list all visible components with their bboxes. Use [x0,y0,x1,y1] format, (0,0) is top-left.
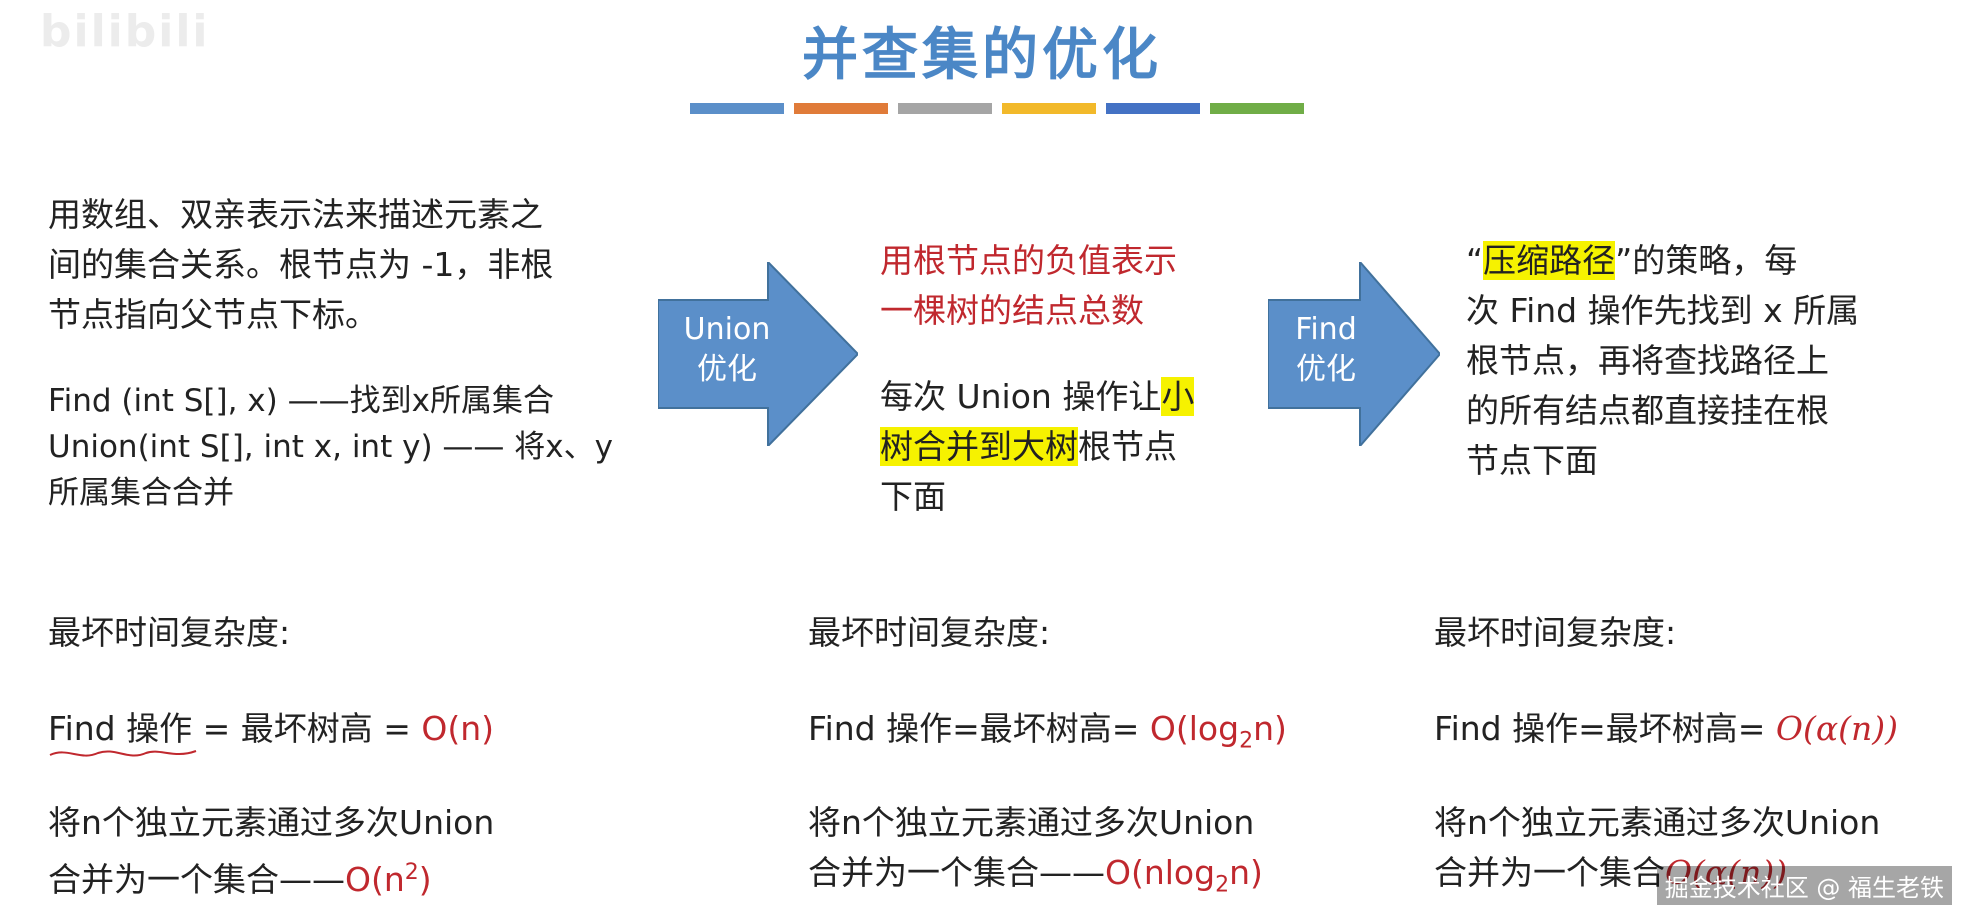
col3-highlight: 压缩路径 [1483,241,1616,280]
complexity-1-merge-line1: 将n个独立元素通过多次Union [48,803,495,842]
bilibili-watermark: bilibili [40,6,210,57]
arrow1-label-line2: 优化 [697,352,757,387]
col2-union-desc: 每次 Union 操作让小 树合并到大树根节点 下面 [880,372,1260,522]
col1-find-line: Find (int S[], x) ——找到x所属集合 [48,383,554,419]
find-optimize-arrow: Find 优化 [1267,259,1442,449]
complexity-3-merge-line1: 将n个独立元素通过多次Union [1434,803,1881,842]
col2-red-line-1: 用根节点的负值表示 [880,241,1177,280]
complexity-block-2: 最坏时间复杂度: [808,608,1408,658]
color-bar-3 [898,103,992,114]
complexity-1-find-pre: Find 操作 = 最坏树高 = [48,709,422,748]
col2-line-2: 树合并到大树根节点 [880,422,1260,472]
complexity-2-merge-sub: 2 [1215,872,1230,898]
col1-description: 用数组、双亲表示法来描述元素之 间的集合关系。根节点为 -1，非根 节点指向父节… [48,190,648,340]
col1-union-line: Union(int S[], int x, int y) —— 将x、y [48,429,613,465]
title-color-bars [690,103,1304,114]
col3-line-2: 次 Find 操作先找到 x 所属 [1466,291,1860,330]
color-bar-6 [1210,103,1304,114]
complexity-2-head: 最坏时间复杂度: [808,613,1051,652]
color-bar-2 [794,103,888,114]
complexity-1-merge-sup: 2 [404,860,419,885]
col2-highlight-2: 树合并到大树 [880,427,1078,466]
color-bar-4 [1002,103,1096,114]
col1-operations: Find (int S[], x) ——找到x所属集合 Union(int S[… [48,378,668,516]
footer-watermark: 掘金技术社区 @ 福生老铁 [1656,866,1952,905]
complexity-3-merge: 将n个独立元素通过多次Union 合并为一个集合O(α(n)) [1434,798,1960,898]
complexity-1-find: Find 操作 = 最坏树高 = O(n) [48,704,668,754]
arrow2-label: Find 优化 [1276,310,1376,390]
arrow-right-icon-2 [1267,259,1442,449]
arrow2-label-line1: Find [1295,312,1357,347]
col2-line-3: 下面 [880,477,946,516]
complexity-1-merge-end: ) [418,860,432,899]
complexity-1-merge-main: O(n [345,860,405,899]
complexity-3-find: Find 操作=最坏树高= O(α(n)) [1434,704,1960,754]
col3-line-4: 的所有结点都直接挂在根 [1466,391,1829,430]
col2-highlight-1: 小 [1161,377,1195,416]
col1-desc-line-1: 用数组、双亲表示法来描述元素之 [48,195,543,234]
complexity-2-find-end: n) [1253,709,1287,748]
col3-open-quote: “ [1466,241,1484,280]
red-underline-squiggle [49,750,197,757]
complexity-2-merge-pre: 合并为一个集合—— [808,853,1105,892]
arrow-right-icon [657,259,860,449]
col1-desc-line-3: 节点指向父节点下标。 [48,295,378,334]
union-optimize-arrow: Union 优化 [657,259,860,449]
arrow1-label-line1: Union [683,312,771,347]
complexity-1-merge-line2: 合并为一个集合——O(n2) [48,848,688,905]
complexity-2-merge-line2: 合并为一个集合——O(nlog2n) [808,848,1428,911]
complexity-2-find-pre: Find 操作=最坏树高= [808,709,1150,748]
complexity-1-merge-pre: 合并为一个集合—— [48,860,345,899]
complexity-2-find-val: O(log2n) [1149,709,1287,754]
complexity-3-find-pre: Find 操作=最坏树高= [1434,709,1776,748]
complexity-2-merge-line1: 将n个独立元素通过多次Union [808,803,1255,842]
col2-red-note: 用根节点的负值表示 一棵树的结点总数 [880,236,1260,336]
col1-desc-line-2: 间的集合关系。根节点为 -1，非根 [48,245,554,284]
complexity-block-3: 最坏时间复杂度: [1434,608,1954,658]
arrow1-label: Union 优化 [672,310,782,390]
color-bar-1 [690,103,784,114]
slide-title: 并查集的优化 [802,23,1162,88]
complexity-1-merge: 将n个独立元素通过多次Union 合并为一个集合——O(n2) [48,798,688,905]
complexity-block-1: 最坏时间复杂度: [48,608,668,658]
complexity-1-merge-val: O(n2) [345,860,432,899]
col2-line2-post: 根节点 [1078,427,1177,466]
complexity-2-find: Find 操作=最坏树高= O(log2n) [808,704,1408,767]
col3-line-5: 节点下面 [1466,441,1598,480]
col2-line-1: 每次 Union 操作让小 [880,372,1260,422]
color-bar-5 [1106,103,1200,114]
complexity-1-find-val: O(n) [421,709,495,748]
col3-line-1: “压缩路径”的策略，每 [1466,236,1906,286]
complexity-3-merge-pre: 合并为一个集合 [1434,853,1665,892]
col2-line1-pre: 每次 Union 操作让 [880,377,1162,416]
complexity-3-merge-line2: 合并为一个集合O(α(n)) [1434,848,1960,898]
col1-union-line2: 所属集合合并 [48,475,234,511]
col3-line1-post: ”的策略，每 [1615,241,1798,280]
complexity-2-merge-end: n) [1229,853,1263,892]
complexity-2-find-main: O(log [1149,709,1240,748]
complexity-3-find-val: O(α(n)) [1775,709,1898,748]
arrow2-label-line2: 优化 [1296,352,1356,387]
complexity-2-merge: 将n个独立元素通过多次Union 合并为一个集合——O(nlog2n) [808,798,1428,911]
complexity-2-merge-main: O(nlog [1105,853,1216,892]
col2-red-line-2: 一棵树的结点总数 [880,291,1144,330]
complexity-1-head: 最坏时间复杂度: [48,613,291,652]
complexity-2-find-sub: 2 [1239,728,1254,754]
complexity-2-merge-val: O(nlog2n) [1105,853,1263,898]
complexity-3-head: 最坏时间复杂度: [1434,613,1677,652]
complexity-3-merge-val: O(α(n)) [1665,853,1788,892]
col3-find-desc: “压缩路径”的策略，每 次 Find 操作先找到 x 所属 根节点，再将查找路径… [1466,236,1906,486]
col3-line-3: 根节点，再将查找路径上 [1466,341,1829,380]
